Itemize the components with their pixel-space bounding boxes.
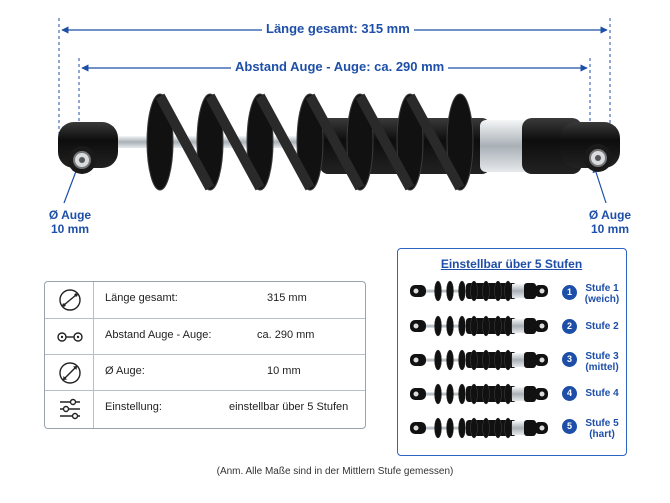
- length-icon: [59, 289, 81, 311]
- eye-distance-icon: [57, 332, 83, 342]
- step-3-label: Stufe 3: [585, 351, 619, 362]
- spec-row-diameter: Ø Auge: 10 mm: [45, 354, 365, 390]
- step-1-text: Stufe 1 (weich): [582, 283, 622, 305]
- spec-value: 315 mm: [267, 292, 307, 304]
- step-2-badge: 2: [562, 319, 577, 334]
- spec-value: 10 mm: [267, 365, 301, 377]
- step-4-badge: 4: [562, 386, 577, 401]
- shock-absorber-image: [58, 93, 620, 191]
- spec-table: Länge gesamt: 315 mm Abstand Auge - Auge…: [44, 281, 366, 429]
- spec-label: Ø Auge:: [105, 365, 145, 377]
- eye-distance-label: Abstand Auge - Auge: ca. 290 mm: [231, 59, 449, 74]
- right-eye-label: Ø Auge 10 mm: [580, 208, 640, 236]
- step-2-label: Stufe 2: [585, 321, 619, 332]
- left-eye-line2: 10 mm: [50, 222, 90, 236]
- step-1-badge: 1: [562, 285, 577, 300]
- step-5-text: Stufe 5 (hart): [582, 418, 622, 440]
- left-eye-label: Ø Auge 10 mm: [40, 208, 100, 236]
- spec-divider: [93, 282, 94, 428]
- right-eye-line1: Ø Auge: [588, 208, 632, 222]
- step-3-text: Stufe 3 (mittel): [582, 351, 622, 373]
- step-1-sub: (weich): [584, 294, 620, 305]
- step-5-badge: 5: [562, 419, 577, 434]
- spec-label: Länge gesamt:: [105, 292, 178, 304]
- spec-row-adjustment: Einstellung: einstellbar über 5 Stufen: [45, 390, 365, 428]
- spec-row-length: Länge gesamt: 315 mm: [45, 282, 365, 318]
- step-5-label: Stufe 5: [585, 418, 619, 429]
- step-4-label: Stufe 4: [585, 388, 619, 399]
- footnote: (Anm. Alle Maße sind in der Mittlern Stu…: [216, 466, 454, 477]
- step-3-sub: (mittel): [585, 362, 619, 373]
- spec-label: Einstellung:: [105, 401, 162, 413]
- spec-row-eye-distance: Abstand Auge - Auge: ca. 290 mm: [45, 318, 365, 354]
- step-1-label: Stufe 1: [585, 283, 619, 294]
- step-4-text: Stufe 4: [582, 388, 622, 399]
- adjust-sliders-icon: [60, 398, 80, 420]
- mini-shock-images: [409, 280, 549, 439]
- spec-value: einstellbar über 5 Stufen: [229, 401, 349, 413]
- spec-label: Abstand Auge - Auge:: [105, 329, 212, 341]
- adjustment-title: Einstellbar über 5 Stufen: [440, 257, 583, 271]
- right-eye-line2: 10 mm: [590, 222, 630, 236]
- step-2-text: Stufe 2: [582, 321, 622, 332]
- spec-value: ca. 290 mm: [257, 329, 315, 341]
- step-3-badge: 3: [562, 352, 577, 367]
- diameter-icon: [59, 362, 81, 384]
- adjustment-panel: Einstellbar über 5 Stufen: [397, 248, 627, 456]
- step-5-sub: (hart): [589, 429, 615, 440]
- left-eye-line1: Ø Auge: [48, 208, 92, 222]
- total-length-label: Länge gesamt: 315 mm: [262, 21, 414, 36]
